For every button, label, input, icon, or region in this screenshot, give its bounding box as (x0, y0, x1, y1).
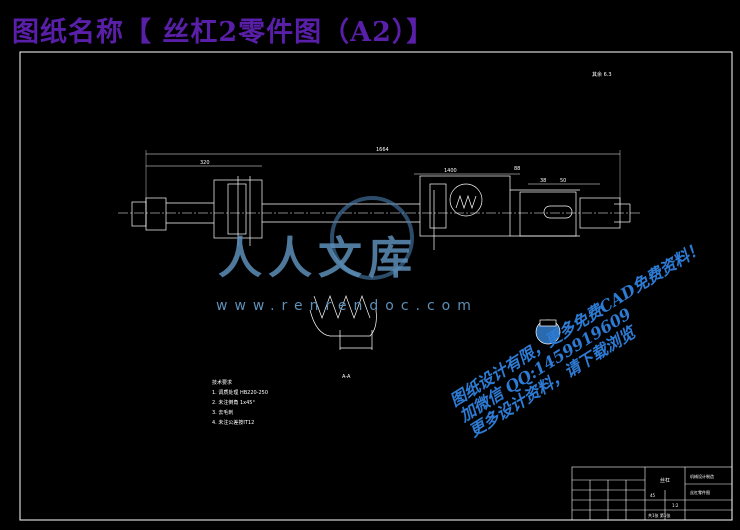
shaft-right-section (419, 175, 631, 250)
roughness-note: 其余 6.3 (592, 71, 612, 78)
tb-school: 机械设计制造 (690, 473, 714, 479)
section-label: A-A (342, 374, 351, 380)
watermark-brand: 人人文库 (218, 233, 418, 284)
dim-right-2: 50 (560, 178, 566, 184)
dim-right-1: 38 (540, 178, 546, 184)
tb-part-name: 丝杠 (660, 477, 670, 484)
title-block (571, 466, 733, 521)
tb-material: 45 (650, 493, 656, 498)
dim-mid-text: 1400 (444, 168, 457, 174)
sheet-border (19, 51, 733, 521)
tech-req-item: 1. 调质处理 HB220-250 (212, 390, 269, 396)
tb-scale: 1:2 (672, 503, 679, 508)
dim-left-text: 320 (200, 160, 210, 166)
watermark-url: www.renrendoc.com (216, 298, 478, 314)
watermark-logo (330, 196, 414, 280)
shaft-bearing-collar (213, 176, 263, 246)
thread-detail (309, 294, 377, 350)
dim-overall-text: 1664 (376, 147, 389, 153)
technical-requirements: 技术要求 1. 调质处理 HB220-250 2. 未注倒角 1x45° 3. … (212, 378, 268, 428)
tb-sheet: 共1张 第1张 (648, 512, 670, 518)
tech-req-item: 3. 去毛刺 (212, 410, 234, 416)
cross-section (535, 319, 561, 345)
tech-req-title: 技术要求 (212, 380, 233, 386)
tech-req-item: 2. 未注倒角 1x45° (212, 400, 255, 406)
tb-drawing-no: 丝杠零件图 (690, 489, 710, 495)
dim-right-3: 88 (514, 166, 520, 172)
tech-req-item: 4. 未注公差按IT12 (212, 420, 255, 426)
shaft-left-end (131, 197, 214, 231)
drawing-title: 图纸名称【 丝杠2零件图（A2）】 (12, 17, 435, 48)
